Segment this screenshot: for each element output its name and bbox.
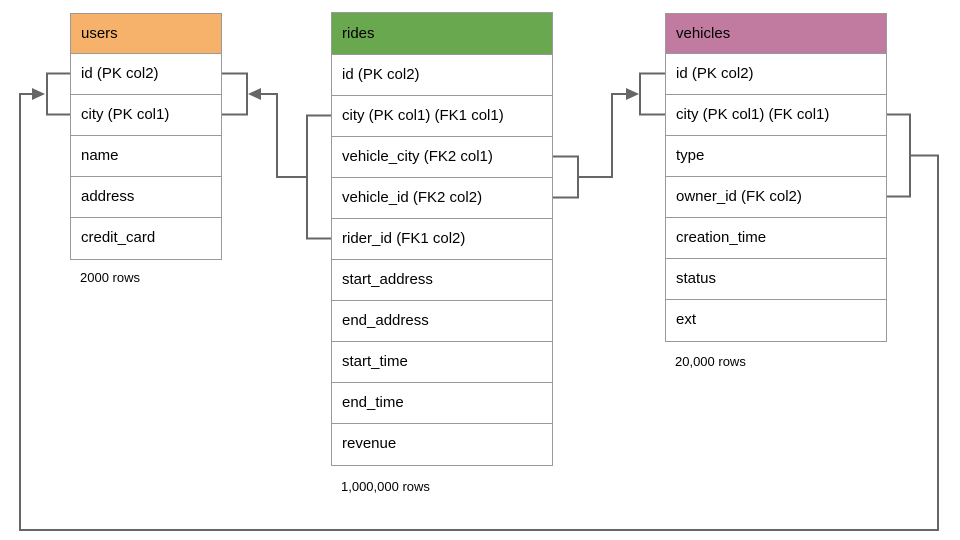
table-row: ext — [666, 300, 886, 341]
vehicles-to-users-loop — [19, 93, 939, 531]
rides-row-count: 1,000,000 rows — [341, 479, 430, 494]
table-row: revenue — [332, 424, 552, 465]
table-row: owner_id (FK col2) — [666, 177, 886, 218]
vehicles-row-count: 20,000 rows — [675, 354, 746, 369]
table-row: status — [666, 259, 886, 300]
table-row: city (PK col1) (FK col1) — [666, 95, 886, 136]
table-row: start_address — [332, 260, 552, 301]
users-pk-bracket-right — [222, 72, 248, 116]
vehicles-fk-bracket — [887, 113, 911, 198]
table-users-header: users — [71, 14, 221, 54]
table-row: id (PK col2) — [71, 54, 221, 95]
arrowhead-vehicles-to-users — [32, 88, 45, 100]
table-rides-header: rides — [332, 13, 552, 55]
table-row: credit_card — [71, 218, 221, 259]
table-row: start_time — [332, 342, 552, 383]
table-row: city (PK col1) (FK1 col1) — [332, 96, 552, 137]
rides-fk2-bracket — [553, 155, 579, 199]
table-vehicles: vehicles id (PK col2) city (PK col1) (FK… — [665, 13, 887, 342]
table-rides: rides id (PK col2) city (PK col1) (FK1 c… — [331, 12, 553, 466]
arrowhead-rides-to-users — [248, 88, 261, 100]
table-row: creation_time — [666, 218, 886, 259]
rides-fk1-bracket — [306, 114, 331, 240]
users-pk-bracket-left — [46, 72, 70, 116]
rides-to-users-connector — [261, 93, 307, 178]
rides-to-vehicles-connector — [578, 93, 626, 178]
table-vehicles-header: vehicles — [666, 14, 886, 54]
table-row: id (PK col2) — [332, 55, 552, 96]
table-row: end_address — [332, 301, 552, 342]
table-users: users id (PK col2) city (PK col1) name a… — [70, 13, 222, 260]
table-row: address — [71, 177, 221, 218]
table-row: id (PK col2) — [666, 54, 886, 95]
table-row: type — [666, 136, 886, 177]
table-row: rider_id (FK1 col2) — [332, 219, 552, 260]
users-row-count: 2000 rows — [80, 270, 140, 285]
vehicles-pk-bracket — [639, 72, 665, 116]
table-row: city (PK col1) — [71, 95, 221, 136]
table-row: name — [71, 136, 221, 177]
table-row: end_time — [332, 383, 552, 424]
table-row: vehicle_city (FK2 col1) — [332, 137, 552, 178]
arrowhead-rides-to-vehicles — [626, 88, 639, 100]
table-row: vehicle_id (FK2 col2) — [332, 178, 552, 219]
